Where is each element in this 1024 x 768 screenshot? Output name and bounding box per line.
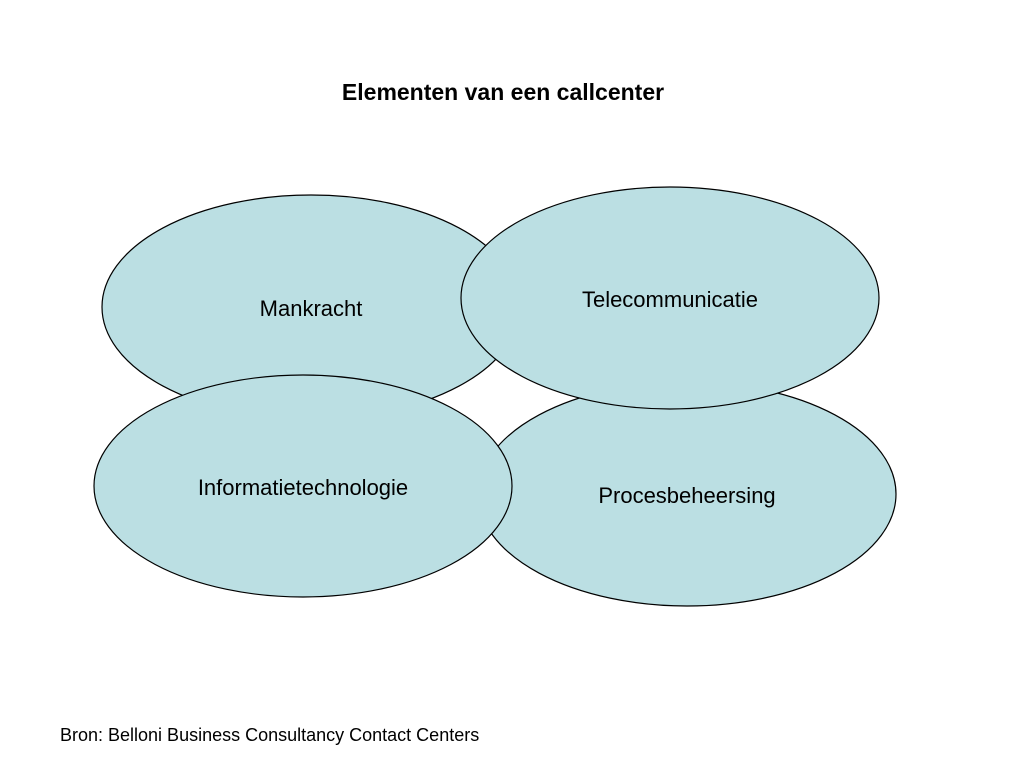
slide-title: Elementen van een callcenter	[341, 79, 665, 105]
node-informatietechnologie-ellipse	[93, 374, 513, 598]
node-mankracht-label: Mankracht	[260, 296, 363, 321]
node-procesbeheersing-label: Procesbeheersing	[598, 483, 775, 508]
node-telecommunicatie-ellipse	[460, 186, 880, 410]
node-procesbeheersing: Procesbeheersing	[477, 381, 897, 607]
source-citation: Bron: Belloni Business Consultancy Conta…	[60, 725, 480, 745]
node-telecommunicatie-label: Telecommunicatie	[582, 287, 758, 312]
node-informatietechnologie: Informatietechnologie	[93, 374, 513, 598]
node-informatietechnologie-label: Informatietechnologie	[198, 475, 408, 500]
node-telecommunicatie: Telecommunicatie	[460, 186, 880, 410]
